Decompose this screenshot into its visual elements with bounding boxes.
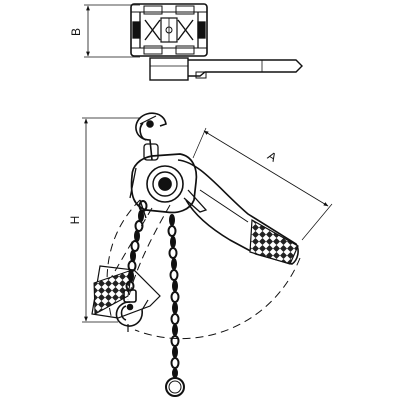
lever-alt-position <box>91 265 161 319</box>
dimension-h: H <box>68 117 140 323</box>
bottom-hook <box>115 289 149 332</box>
lever-top <box>149 57 303 81</box>
label-h: H <box>68 216 82 225</box>
label-a: A <box>265 149 279 165</box>
top-view: B <box>69 3 303 81</box>
side-view: H A <box>68 112 333 397</box>
top-hook <box>135 112 167 161</box>
label-b: B <box>69 28 83 36</box>
lever-handle <box>177 159 299 265</box>
chain-end-ring <box>165 377 185 397</box>
dimension-b: B <box>69 4 140 58</box>
hoist-body-top <box>130 3 208 57</box>
free-chain <box>167 214 180 378</box>
